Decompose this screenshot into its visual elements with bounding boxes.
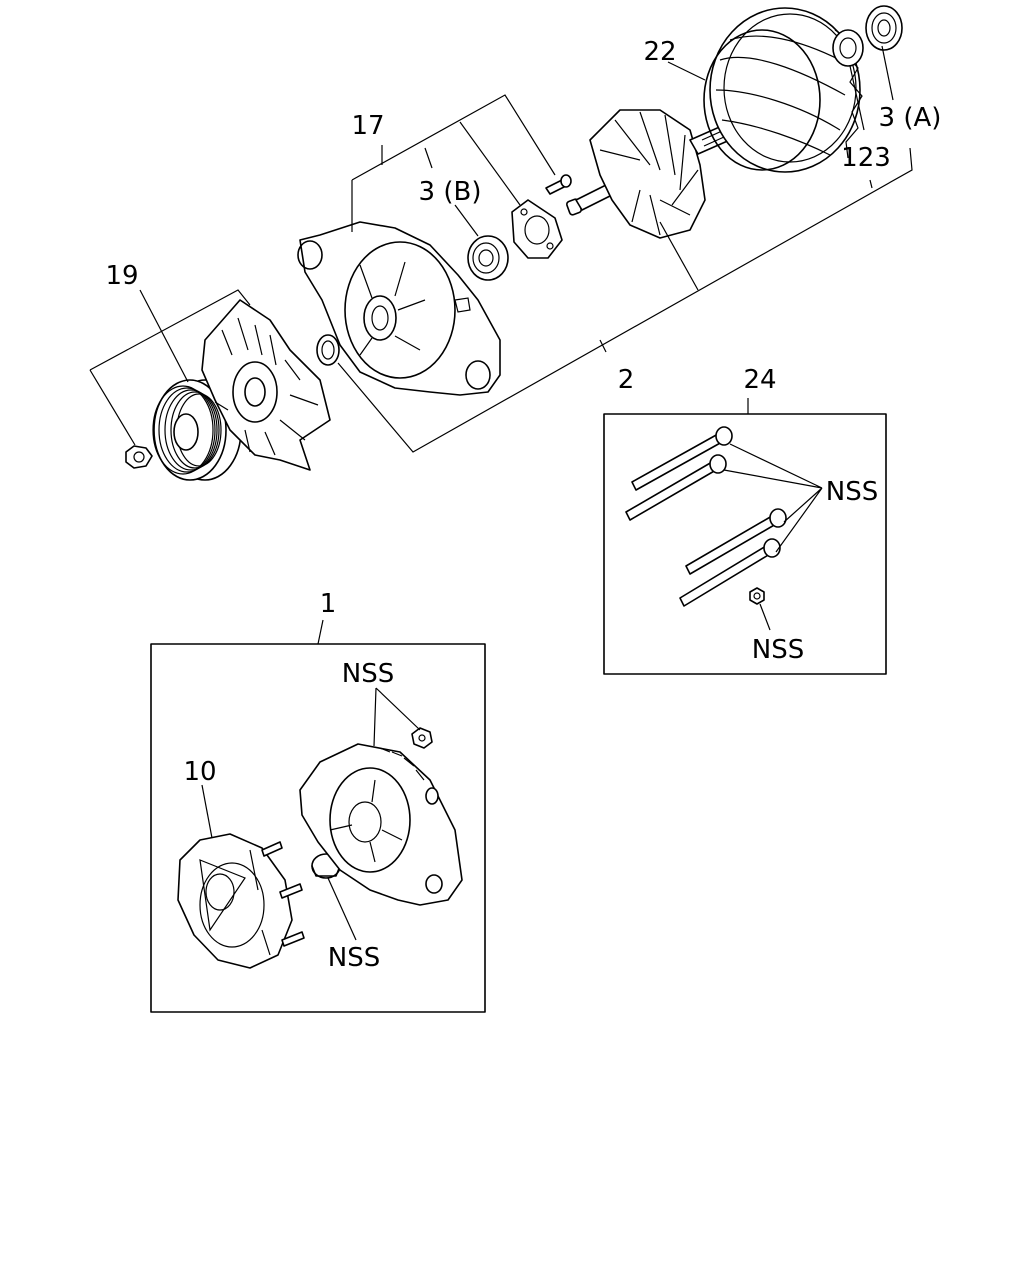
bearing-3b — [467, 235, 509, 281]
bearing-retainer-plate — [511, 199, 563, 259]
drive-end-frame — [297, 221, 501, 396]
callout-24: 24 — [743, 365, 776, 395]
callout-22: 22 — [643, 37, 676, 67]
bearing-123 — [832, 29, 864, 67]
spacer-ring — [316, 334, 340, 366]
callout-24-nss-nut: NSS — [752, 635, 804, 665]
bolt-kit-nut — [749, 587, 765, 605]
callout-3a: 3 (A) — [879, 103, 942, 133]
callout-19: 19 — [105, 261, 138, 291]
retainer-screw — [545, 174, 572, 195]
through-bolt-3 — [685, 508, 787, 575]
through-bolt-4 — [679, 538, 781, 607]
upper-leader-lines — [89, 45, 913, 453]
callout-1-nss-top: NSS — [342, 659, 394, 689]
callout-123: 123 — [841, 143, 891, 173]
callout-labels: 22 3 (A) 123 17 3 (B) 19 2 24 NSS NSS 1 … — [105, 37, 941, 973]
callout-17: 17 — [351, 111, 384, 141]
callout-1-nss-bottom: NSS — [328, 943, 380, 973]
rectifier-plate — [177, 833, 305, 969]
callout-10: 10 — [183, 757, 216, 787]
stator — [703, 7, 863, 173]
rectifier-kit-box-1 — [150, 619, 486, 1013]
rotor — [566, 109, 749, 239]
through-bolt-2 — [625, 454, 727, 521]
callout-3b: 3 (B) — [419, 177, 482, 207]
callout-1: 1 — [320, 589, 337, 619]
bolt-kit-box-24 — [603, 398, 887, 675]
terminal-screw — [411, 727, 433, 749]
callout-2: 2 — [618, 365, 635, 395]
callout-24-nss-bolts: NSS — [826, 477, 878, 507]
bearing-3a — [865, 5, 903, 51]
through-bolt-1 — [631, 426, 733, 491]
rear-frame — [299, 743, 463, 906]
pulley-nut — [125, 445, 153, 469]
cooling-fan — [201, 299, 331, 471]
